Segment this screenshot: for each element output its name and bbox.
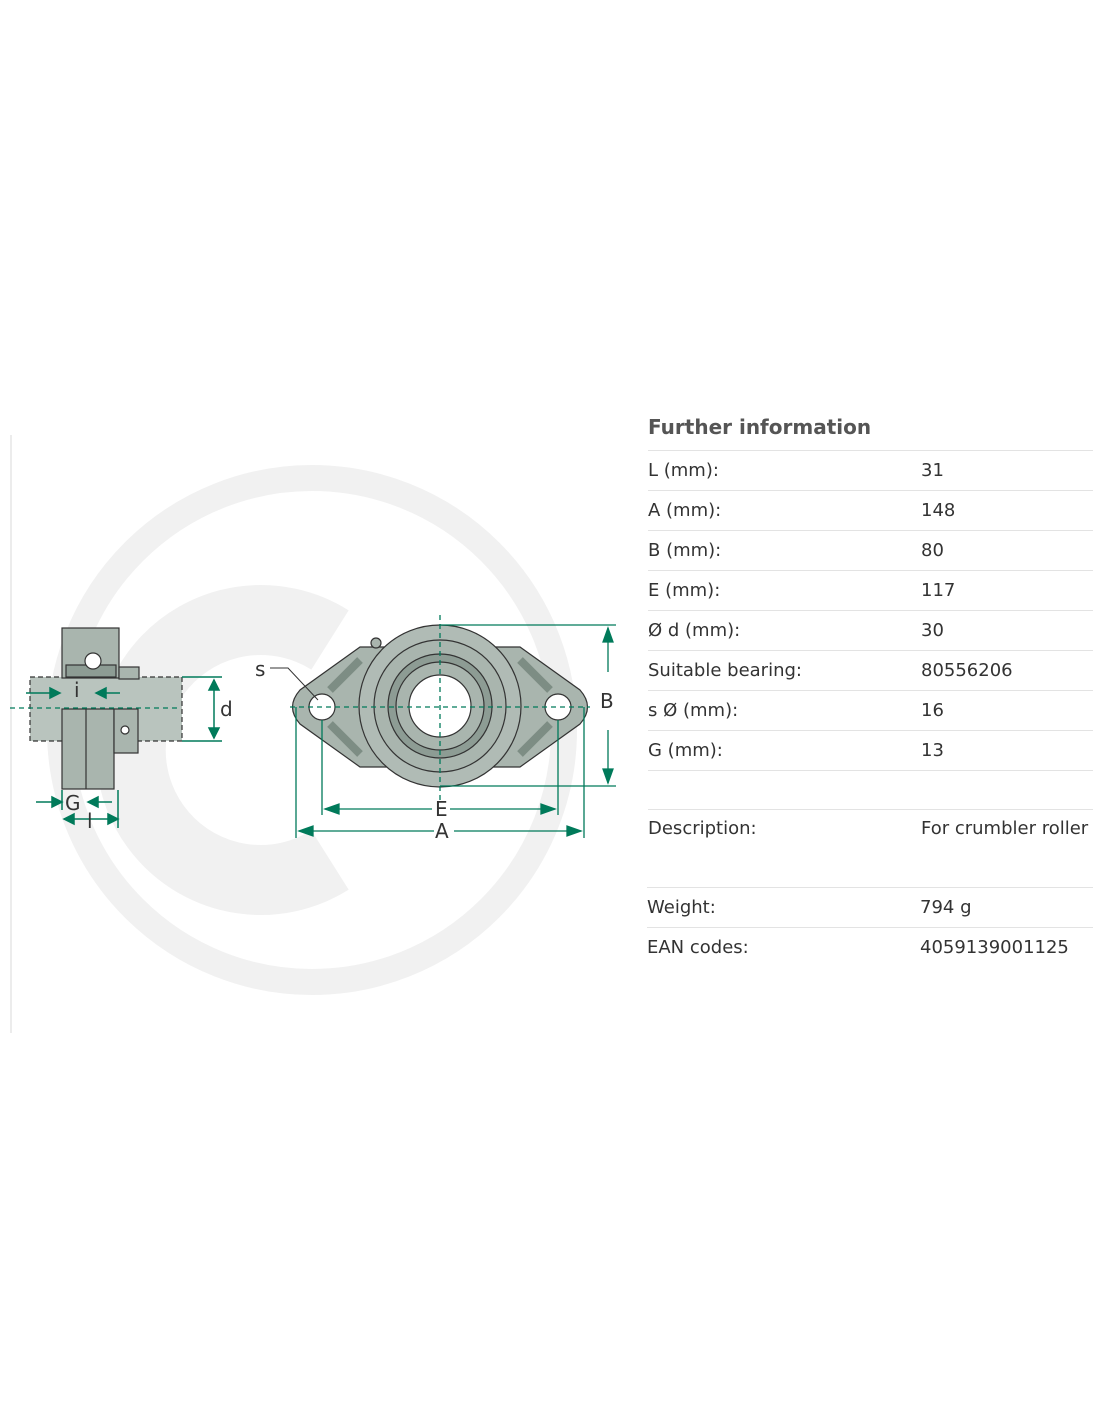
spec-value: 16 [921,700,944,721]
spec-row: G (mm): 13 [648,730,1093,770]
spec-value: 148 [921,500,956,521]
section-title: Further information [648,415,872,439]
dim-label-a: A [435,819,449,843]
description-label: Description: [648,818,757,839]
ean-label: EAN codes: [647,937,749,958]
description-row: Description: For crumbler roller [648,809,1093,887]
spec-row: A (mm): 148 [648,490,1093,530]
spec-row: L (mm): 31 [648,450,1093,490]
spec-label: A (mm): [648,500,722,521]
spec-label: Ø d (mm): [648,620,741,641]
dimension-lines-front [270,615,616,838]
weight-label: Weight: [647,897,716,918]
spec-value: 117 [921,580,956,601]
dim-label-s: s [255,657,265,681]
spec-row: E (mm): 117 [648,570,1093,610]
ean-row: EAN codes: 4059139001125 [647,927,1093,967]
dim-label-d: d [220,697,233,721]
spec-label: B (mm): [648,540,722,561]
spec-value: 30 [921,620,944,641]
spec-value: 31 [921,460,944,481]
dim-label-g: G [65,791,81,815]
spec-row: s Ø (mm): 16 [648,690,1093,730]
weight-value: 794 g [920,897,972,918]
spec-label: L (mm): [648,460,719,481]
spec-label: Suitable bearing: [648,660,802,681]
description-value: For crumbler roller [921,818,1089,839]
dim-label-l: l [87,809,93,833]
spec-row: Suitable bearing: 80556206 [648,650,1093,690]
weight-row: Weight: 794 g [647,887,1093,927]
further-information-panel: Further information L (mm): 31 A (mm): 148… [647,410,1093,967]
spec-value: 80 [921,540,944,561]
dimension-lines-side [26,676,222,828]
spec-row: B (mm): 80 [648,530,1093,570]
spec-row: Ø d (mm): 30 [648,610,1093,650]
dim-label-e: E [435,797,448,821]
spec-label: G (mm): [648,740,723,761]
dim-label-i: i [74,678,80,702]
dim-label-b: B [600,689,614,713]
spacer-row [648,770,1093,809]
spec-label: E (mm): [648,580,721,601]
spec-value: 13 [921,740,944,761]
bearing-technical-drawing: i d G l s B E A [10,435,616,1033]
spec-value: 80556206 [921,660,1013,681]
spec-label: s Ø (mm): [648,700,739,721]
ean-value: 4059139001125 [920,937,1069,958]
